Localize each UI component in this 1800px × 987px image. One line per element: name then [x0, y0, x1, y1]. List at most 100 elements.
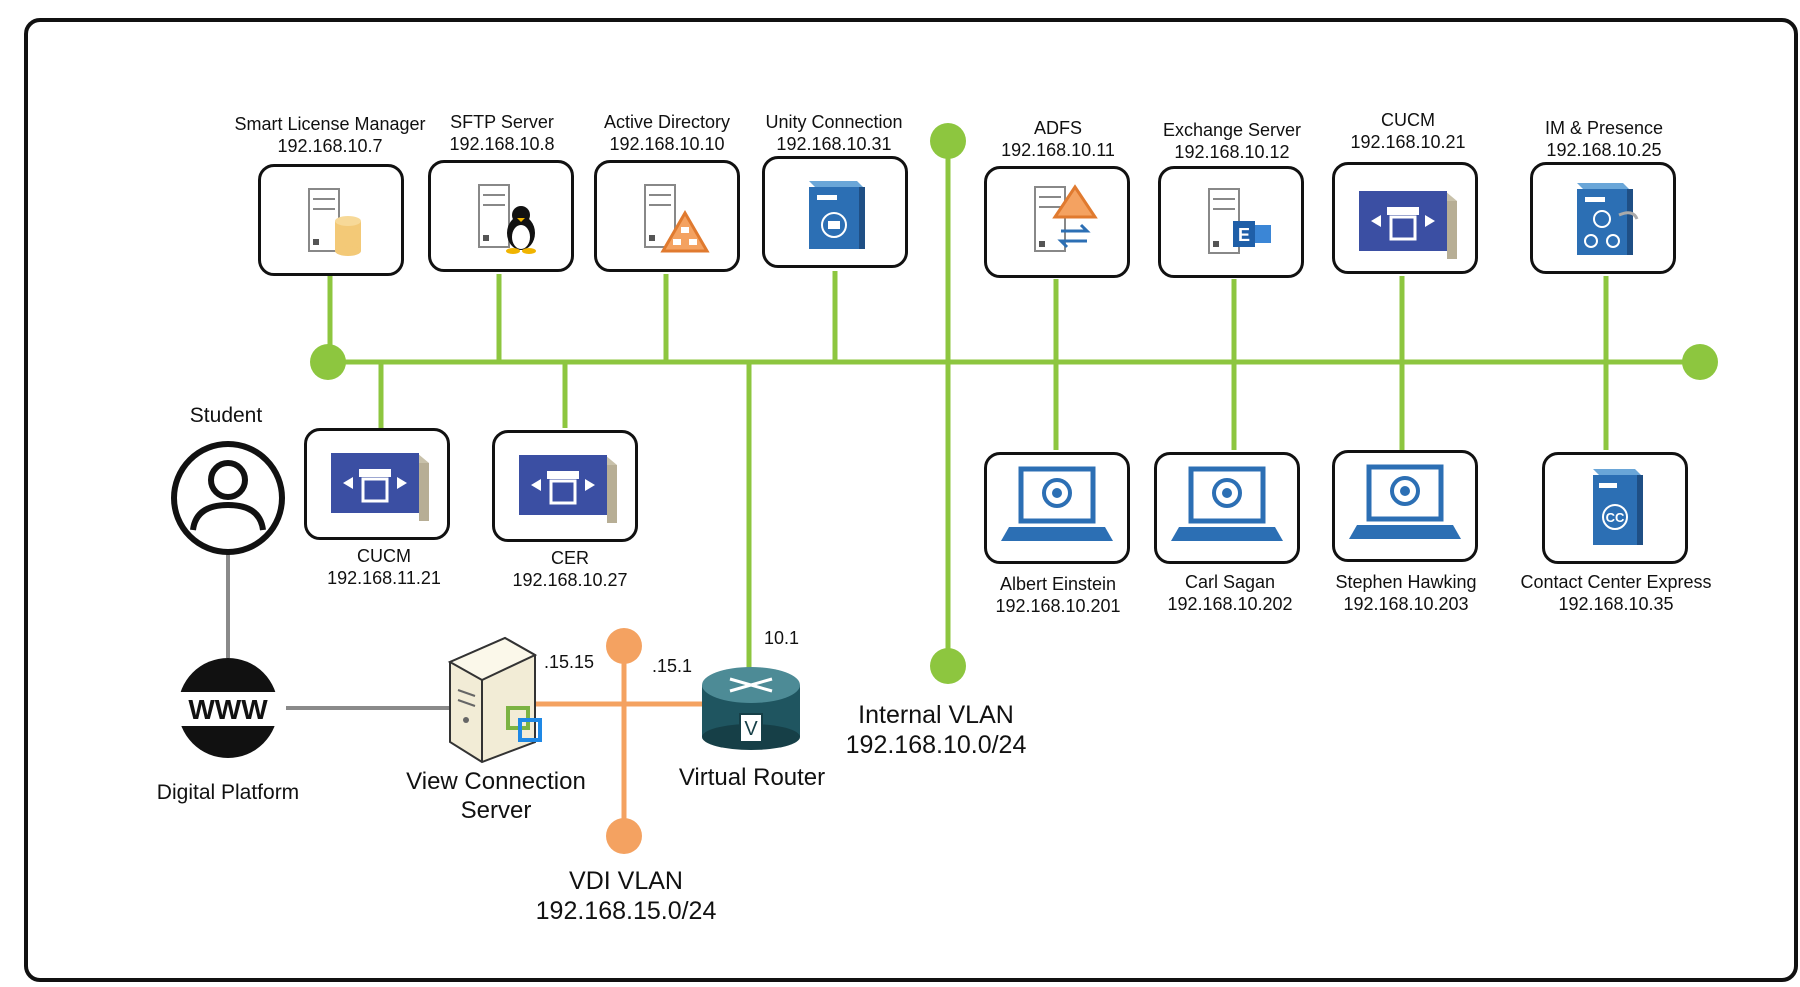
client-ip: 192.168.10.203: [1343, 593, 1469, 614]
client-carl-sagan-node: [1154, 452, 1300, 564]
student-label: Student: [189, 404, 263, 427]
internal-vlan-label: Internal VLAN 192.168.10.0/24: [846, 700, 1027, 760]
server-ip: 192.168.10.21: [1350, 131, 1466, 152]
lan-bus-endpoints: [310, 123, 1718, 684]
client-ip: 192.168.10.201: [995, 595, 1121, 616]
unity-connection-icon: [809, 181, 865, 249]
top-server-label: Active Directory 192.168.10.10: [604, 112, 730, 155]
server-adfs-icon: [1034, 184, 1098, 252]
server-name: CER: [550, 548, 589, 568]
server-name: Active Directory: [603, 112, 731, 132]
server-name: ADFS: [1033, 118, 1082, 138]
laptop-jabber-icon: [1171, 466, 1283, 541]
client-label: Contact Center Express 192.168.10.35: [1520, 572, 1711, 615]
im-presence-node: [1530, 162, 1676, 274]
server-ip: 192.168.10.31: [776, 133, 892, 154]
cer-node: [492, 430, 638, 542]
server-database-icon: [308, 188, 361, 256]
top-server-label: Exchange Server 192.168.10.12: [1163, 120, 1301, 163]
server-ip: 192.168.10.27: [512, 569, 628, 590]
svg-text:CC: CC: [1606, 510, 1625, 525]
svg-text:E: E: [1238, 225, 1250, 245]
server-name: CUCM: [1381, 110, 1435, 130]
top-server-label: Unity Connection 192.168.10.31: [765, 112, 902, 155]
top-server-label: ADFS 192.168.10.11: [1001, 118, 1115, 161]
user-links: [226, 550, 450, 710]
server-name: CUCM: [357, 546, 411, 566]
vdi-vlan-bus: [528, 646, 705, 836]
client-name: Carl Sagan: [1184, 572, 1276, 592]
client-name: Stephen Hawking: [1335, 572, 1477, 592]
server-ip: 192.168.11.21: [327, 567, 441, 588]
exchange-server-node: E: [1158, 166, 1304, 278]
adfs-node: [984, 166, 1130, 278]
top-server-label: SFTP Server 192.168.10.8: [449, 112, 554, 155]
vdi-vlan-label: VDI VLAN 192.168.15.0/24: [536, 866, 717, 926]
router-icon: V: [702, 667, 800, 750]
server-ip: 192.168.10.7: [277, 135, 383, 156]
view-server-label: View Connection Server: [406, 768, 586, 826]
call-manager-icon: [519, 455, 617, 523]
view-server-line1: View Connection: [406, 768, 586, 795]
top-server-label: IM & Presence 192.168.10.25: [1545, 118, 1663, 161]
lower-server-label: CUCM 192.168.11.21: [327, 546, 441, 589]
top-server-label: CUCM 192.168.10.21: [1350, 110, 1465, 153]
www-globe-icon: WWW: [170, 658, 286, 758]
lower-server-label: CER 192.168.10.27: [512, 548, 627, 591]
server-exchange-icon: E: [1208, 188, 1271, 254]
client-ip: 192.168.10.35: [1558, 593, 1674, 614]
client-label: Carl Sagan 192.168.10.202: [1167, 572, 1292, 615]
server-ip: 192.168.10.10: [609, 133, 725, 154]
router-vdi-address: .15.1: [652, 656, 693, 676]
laptop-jabber-icon: [1001, 466, 1113, 541]
server-name: Unity Connection: [765, 112, 903, 132]
internal-vlan-subnet: 192.168.10.0/24: [845, 731, 1027, 759]
im-presence-icon: [1577, 183, 1639, 255]
internal-lan-bus: [327, 140, 1700, 668]
contact-center-icon: CC: [1593, 469, 1643, 545]
router-lan-address: 10.1: [764, 628, 800, 648]
server-ip: 192.168.10.8: [449, 133, 555, 154]
cucm-lower-node: [304, 428, 450, 540]
view-server-address: .15.15: [544, 652, 595, 672]
svg-text:WWW: WWW: [188, 694, 268, 725]
contact-center-express-node: CC: [1542, 452, 1688, 564]
client-label: Stephen Hawking 192.168.10.203: [1335, 572, 1476, 615]
server-ip: 192.168.10.12: [1174, 141, 1290, 162]
client-albert-einstein-node: [984, 452, 1130, 564]
client-ip: 192.168.10.202: [1167, 593, 1293, 614]
server-ip: 192.168.10.11: [1001, 139, 1115, 160]
vdi-vlan-name: VDI VLAN: [569, 867, 683, 895]
vdi-bus-endpoints: [606, 628, 642, 854]
vdi-vlan-subnet: 192.168.15.0/24: [535, 897, 717, 925]
client-label: Albert Einstein 192.168.10.201: [995, 574, 1120, 617]
server-name: IM & Presence: [1544, 118, 1664, 138]
server-name: SFTP Server: [450, 112, 554, 132]
diagram-frame: [24, 18, 1798, 982]
server-name: Exchange Server: [1162, 120, 1302, 140]
smart-license-manager-node: [258, 164, 404, 276]
unity-connection-node: [762, 156, 908, 268]
server-linux-icon: [478, 184, 536, 254]
call-manager-icon: [1359, 191, 1457, 259]
user-icon: [171, 441, 285, 555]
call-manager-icon: [331, 453, 429, 521]
server-directory-icon: [644, 184, 710, 253]
svg-text:V: V: [744, 718, 758, 740]
cucm-top-node: [1332, 162, 1478, 274]
server-name: Smart License Manager: [234, 114, 426, 134]
laptop-jabber-icon: [1349, 464, 1461, 539]
sftp-server-node: [428, 160, 574, 272]
internal-vlan-name: Internal VLAN: [858, 701, 1014, 729]
top-server-label: Smart License Manager 192.168.10.7: [234, 114, 425, 157]
vmware-server-icon: [447, 636, 542, 764]
platform-label: Digital Platform: [156, 781, 300, 804]
router-label: Virtual Router: [678, 764, 826, 791]
active-directory-node: [594, 160, 740, 272]
client-name: Contact Center Express: [1520, 572, 1712, 592]
server-ip: 192.168.10.25: [1546, 139, 1662, 160]
client-stephen-hawking-node: [1332, 450, 1478, 562]
view-server-line2: Server: [460, 796, 532, 824]
client-name: Albert Einstein: [999, 574, 1117, 594]
